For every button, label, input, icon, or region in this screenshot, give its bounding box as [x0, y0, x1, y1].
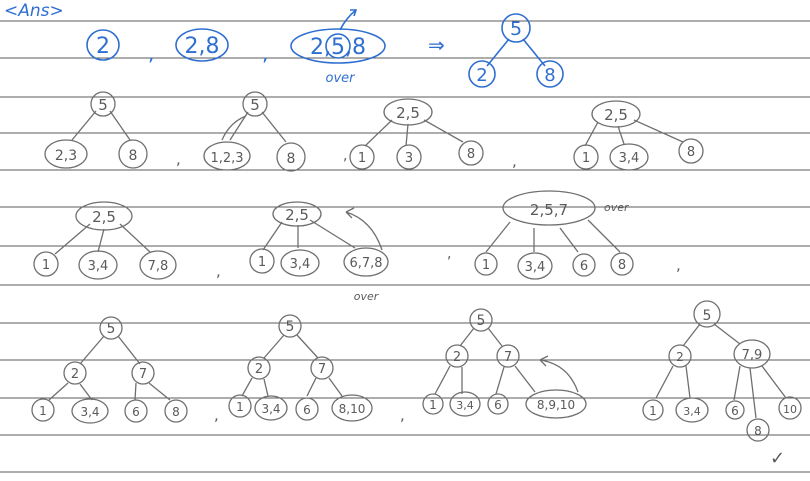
node-ellipse: [536, 60, 564, 88]
node-label: 6: [494, 398, 502, 412]
node-label: 3,4: [456, 399, 474, 412]
node-label: 7,8: [148, 259, 169, 274]
node-ellipse: [468, 60, 496, 88]
node-label: 8: [618, 258, 626, 273]
node-label: 2: [71, 367, 79, 382]
node-label: 3,4: [619, 151, 640, 166]
comma: ,: [676, 256, 681, 274]
node-label: 3,4: [683, 405, 701, 418]
overflow-arrow: [221, 115, 247, 141]
node-label: 8: [754, 424, 762, 438]
overflow-arrow: [339, 9, 358, 31]
comma: ,: [400, 406, 405, 424]
node-ellipse: [501, 13, 531, 43]
node-label: 1: [649, 404, 657, 418]
node-label: 2,5: [396, 104, 420, 122]
node-label: 8: [129, 148, 138, 164]
node-label: 7: [504, 350, 512, 365]
comma: ,: [216, 262, 221, 280]
comma: ,: [343, 148, 347, 164]
node-label: 1: [429, 398, 437, 412]
node-label: 2: [676, 350, 684, 364]
node-label: 2,3: [55, 148, 77, 164]
node-label: 10: [783, 403, 797, 416]
node-label: 1: [236, 400, 244, 414]
node-ellipse: [290, 28, 386, 64]
node-label: 7: [318, 362, 326, 377]
node-label: 8: [287, 151, 296, 167]
comma: ,: [214, 406, 219, 424]
node-label: 5: [107, 321, 116, 337]
node-label: 8: [467, 147, 475, 162]
seq-node: 2,5,8: [310, 35, 366, 60]
ans-label: <Ans>: [4, 1, 64, 21]
node-label: 8: [687, 145, 695, 160]
node-label: 2: [255, 362, 263, 377]
row2-trees: 2,5 1 3,4 7,8 , 2,5 1 3,4 6,7,8 over , 2…: [33, 190, 681, 303]
tree-root: 5: [510, 18, 522, 40]
tree-right: 8: [544, 65, 555, 86]
node-label: 6,7,8: [349, 256, 382, 271]
node-label: 1: [582, 151, 590, 166]
implies-arrow: ⇒: [428, 33, 445, 57]
overflow-arrow: [539, 355, 579, 393]
row3-trees: 5 2 7 1 3,4 6 8 , 5 2 7 1 3,4 6: [31, 300, 802, 442]
node-label: 2,5: [285, 206, 309, 224]
seq-node: 2,8: [185, 34, 220, 59]
node-label: 5: [703, 308, 712, 324]
node-label: 3,4: [88, 259, 109, 274]
node-label: 5: [286, 319, 295, 335]
seq-comma: ,: [262, 41, 268, 65]
node-label: 1: [258, 255, 266, 270]
node-ellipse: [325, 33, 351, 59]
node-label: 2,5: [604, 106, 628, 124]
check-mark-icon: ✓: [770, 448, 785, 469]
node-label: 7,9: [742, 348, 763, 363]
node-label: 7: [139, 367, 147, 382]
node-label: 1,2,3: [210, 151, 243, 166]
node-label: 1: [39, 404, 47, 418]
node-label: 3,4: [290, 257, 311, 272]
over-note: over: [604, 201, 630, 214]
tree-left: 2: [476, 65, 487, 86]
node-label: 3,4: [525, 260, 546, 275]
node-label: 8: [172, 405, 180, 419]
seq-comma: ,: [148, 41, 154, 65]
seq-node: 2: [96, 34, 110, 59]
comma: ,: [512, 152, 517, 170]
node-label: 1: [42, 258, 50, 273]
node-label: 5: [98, 96, 108, 114]
header-section: <Ans> 2 , 2,8 , 2,5,8 over ⇒ 5 2 8: [4, 1, 564, 88]
row1-trees: 5 2,3 8 , 5 1,2,3 8 2,5 , 1 3 8 , 2: [44, 91, 704, 172]
node-label: 2,5: [92, 208, 116, 226]
node-label: 1: [482, 258, 490, 273]
node-label: 5: [250, 96, 260, 114]
node-label: 1: [358, 151, 366, 166]
node-label: 3,4: [261, 402, 280, 416]
node-label: 2: [453, 350, 461, 365]
node-ellipse: [175, 28, 229, 62]
comma: ,: [176, 150, 181, 168]
node-label: 8,10: [339, 402, 366, 416]
comma: ,: [447, 246, 451, 262]
node-label: 3,4: [80, 405, 99, 419]
node-label: 6: [580, 259, 588, 274]
node-label: 2,5,7: [530, 201, 568, 219]
node-label: 3: [405, 151, 413, 166]
overflow-arrow: [345, 207, 383, 251]
over-note: over: [326, 71, 357, 86]
node-label: 6: [731, 404, 739, 418]
node-label: 6: [132, 405, 140, 419]
node-ellipse: [86, 29, 120, 61]
over-note: over: [354, 290, 380, 303]
node-label: 5: [477, 313, 486, 329]
node-label: 8,9,10: [537, 398, 575, 412]
node-label: 6: [303, 403, 311, 417]
